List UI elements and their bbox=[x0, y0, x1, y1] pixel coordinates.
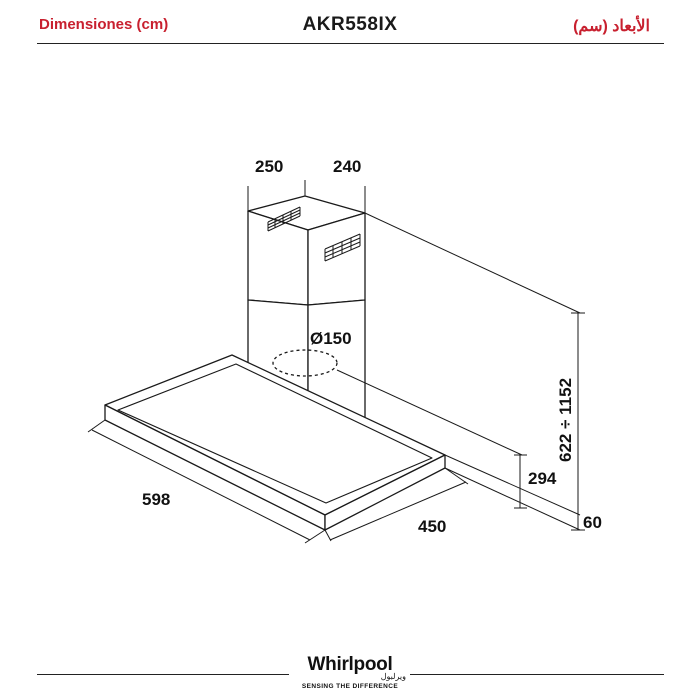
canopy-inner-rim bbox=[117, 363, 433, 504]
model-name: AKR558IX bbox=[302, 14, 398, 35]
title-left: Dimensiones (cm) bbox=[39, 16, 169, 33]
dim-depth: 450 bbox=[418, 517, 446, 536]
dim-chimney-depth: 250 bbox=[255, 157, 283, 176]
title-right: الأبعاد (سم) bbox=[573, 18, 650, 35]
duct-outlet bbox=[272, 349, 338, 377]
dim-thickness: 60 bbox=[583, 513, 602, 532]
brand-logo: Whirlpool ويرلبول SENSING THE DIFFERENCE bbox=[296, 654, 406, 691]
footer-rule-left bbox=[37, 674, 289, 675]
dim-height-range: 622 ÷ 1152 bbox=[556, 378, 575, 462]
brand-tagline: SENSING THE DIFFERENCE bbox=[301, 683, 399, 690]
vent-grille-left bbox=[267, 206, 301, 232]
dim-width: 598 bbox=[142, 490, 170, 509]
dim-canopy-height: 294 bbox=[528, 469, 557, 488]
header-rule bbox=[37, 43, 664, 44]
vent-grille-right bbox=[324, 233, 361, 262]
footer-rule-right bbox=[410, 674, 664, 675]
brand-name: Whirlpool bbox=[307, 654, 393, 675]
dim-chimney-width: 240 bbox=[333, 157, 361, 176]
dim-duct-diameter: Ø150 bbox=[310, 329, 352, 348]
chimney-right-face bbox=[307, 212, 366, 306]
brand-arabic: ويرلبول bbox=[380, 672, 406, 681]
